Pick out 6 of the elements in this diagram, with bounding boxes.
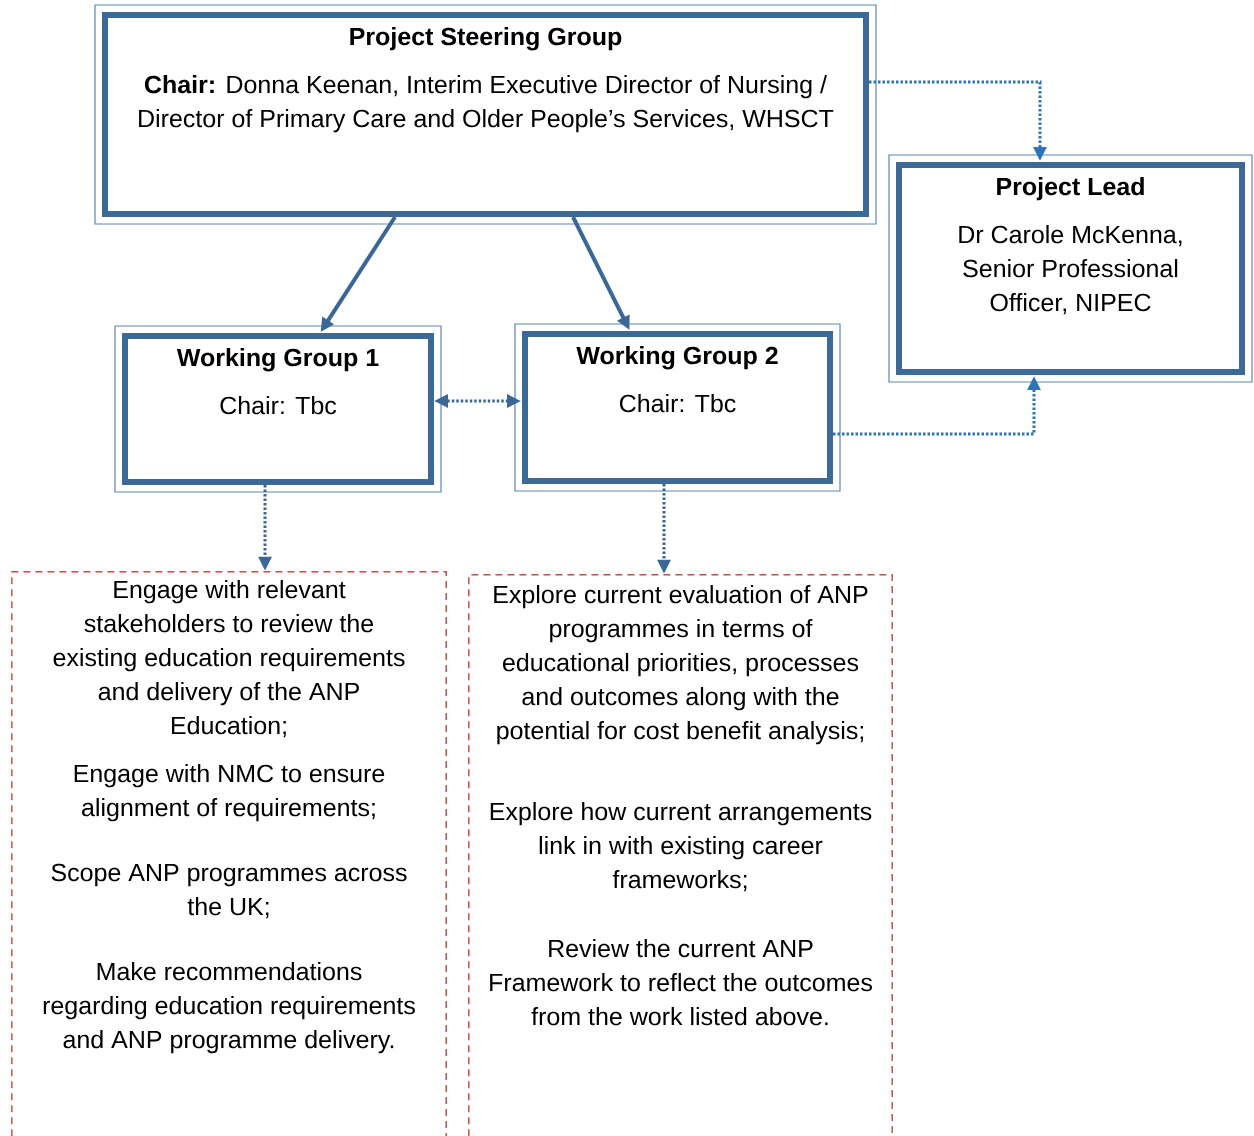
steering-group-box: Project Steering Group Chair: Donna Keenan, Interim Executive Director of Nursing / Director of Primary Care and Older People’s Services, WHSCT	[94, 4, 877, 225]
task-list-box: Engage with relevant stakeholders to review the existing education requirements and delivery of the ANP Education; Engage with NMC to ensure alignment of requirements; Scope ANP programmes across the UK; Make recommendations regarding education requirements and ANP programme delivery.	[11, 571, 447, 1136]
working-group-box: Working Group 2 Chair: Tbc	[514, 323, 841, 492]
project-lead-box: Project Lead Dr Carole McKenna, Senior Professional Officer, NIPEC	[888, 154, 1253, 383]
task-list-box: Explore current evaluation of ANP programmes in terms of educational priorities, processes and outcomes along with the potential for cost benefit analysis; Explore how current arrangements link in with existing career frameworks; Review the current ANP Framework to reflect the outcomes from the work listed above.	[468, 574, 893, 1136]
working-group-box: Working Group 1 Chair: Tbc	[114, 325, 442, 493]
